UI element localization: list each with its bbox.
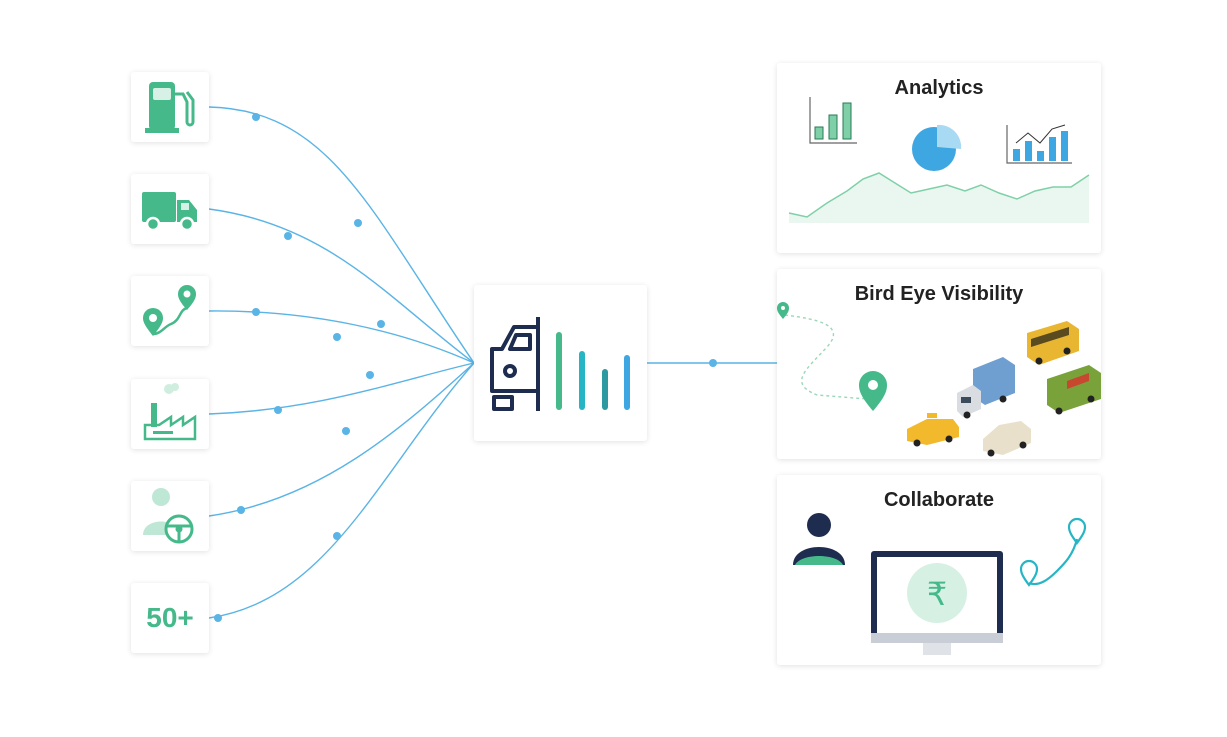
- blue-truck-icon: [957, 357, 1015, 419]
- factory-icon: [143, 383, 197, 441]
- visibility-title: Bird Eye Visibility: [854, 283, 1024, 305]
- source-factory: [131, 379, 209, 449]
- user-person-icon: [793, 513, 845, 565]
- wire-driver: [208, 362, 475, 517]
- truck-bars-logo-icon: [490, 317, 630, 411]
- area-line-chart: [788, 172, 1090, 223]
- wire-truck: [208, 208, 475, 364]
- source-route: [131, 276, 209, 346]
- driver-steering-icon: [143, 488, 194, 544]
- wire-factory: [208, 362, 475, 415]
- wire-route: [208, 310, 475, 364]
- pie-chart-icon: [912, 124, 962, 171]
- wire-more: [208, 362, 475, 619]
- route-pin-icon: [143, 285, 196, 336]
- rupee-symbol: ₹: [927, 575, 947, 613]
- bus-yellow-icon: [1027, 321, 1079, 365]
- source-truck: [131, 174, 209, 244]
- white-car-icon: [983, 421, 1031, 457]
- visibility-illustration: [777, 302, 1101, 457]
- line-bar-chart-icon: [1006, 124, 1072, 164]
- hub-card: [474, 285, 647, 441]
- map-pin-icon: [859, 371, 887, 411]
- collaborate-panel: Collaborate ₹: [777, 475, 1101, 665]
- source-fuel: [131, 72, 209, 142]
- bar-chart-icon: [809, 97, 857, 144]
- visibility-panel: Bird Eye Visibility: [777, 269, 1101, 459]
- collaborate-title: Collaborate: [883, 489, 995, 511]
- small-pin-icon: [777, 302, 789, 319]
- analytics-title: Analytics: [894, 77, 984, 99]
- analytics-illustration: [788, 97, 1090, 223]
- wire-fuel: [208, 106, 475, 364]
- collaborate-illustration: ₹: [793, 513, 1087, 655]
- truck-icon: [142, 192, 197, 232]
- source-driver: [131, 481, 209, 551]
- monitor-icon: ₹: [871, 551, 1003, 655]
- taxi-icon: [907, 413, 959, 447]
- fuel-pump-icon: [145, 82, 195, 133]
- more-sources-label: 50+: [146, 602, 194, 633]
- route-line-icon: [1019, 517, 1087, 587]
- analytics-panel: Analytics: [777, 63, 1101, 253]
- source-more: 50+: [131, 583, 209, 653]
- green-van-icon: [1047, 365, 1101, 415]
